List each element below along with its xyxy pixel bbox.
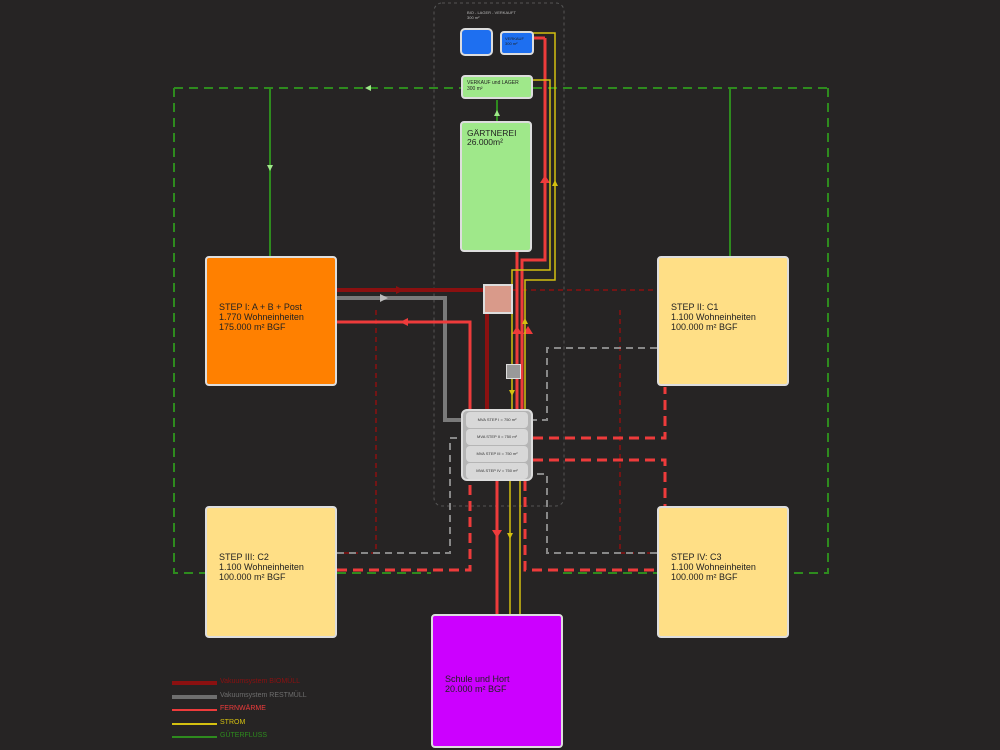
electricity-arrow <box>507 533 513 539</box>
building-school[interactable]: Schule und Hort 20.000 m² BGF <box>431 614 563 748</box>
building-step-i[interactable]: STEP I: A + B + Post 1.770 Wohneinheiten… <box>205 256 337 386</box>
building-step-iii[interactable]: STEP III: C2 1.100 Wohneinheiten 100.000… <box>205 506 337 638</box>
legend-swatch <box>172 736 217 738</box>
distribution-hub[interactable] <box>483 284 513 314</box>
sales-box-blue[interactable]: VERKAUF 300 m² <box>500 31 534 55</box>
building-step-ii[interactable]: STEP II: C1 1.100 Wohneinheiten 100.000 … <box>657 256 789 386</box>
heating-arrow <box>512 326 522 334</box>
electricity-arrow <box>509 390 515 396</box>
electricity-arrow <box>552 180 558 186</box>
mva-row: MVA STEP I = 750 m² <box>466 412 528 428</box>
site-outline <box>433 2 565 507</box>
goods-flow-lines <box>173 87 829 574</box>
biowaste-arrow <box>396 286 404 294</box>
sales-storage-box[interactable]: VERKAUF und LAGER 300 m² <box>461 75 533 99</box>
junction-node[interactable] <box>506 364 521 379</box>
legend-label: STROM <box>220 718 246 726</box>
legend-swatch <box>172 709 217 711</box>
heating-arrow <box>492 530 502 538</box>
heating-arrow <box>400 318 408 326</box>
district-heating-lines <box>337 36 547 614</box>
mva-row: MVA STEP II = 750 m² <box>466 429 528 445</box>
legend-swatch <box>172 681 217 685</box>
legend-label: Vakuumsystem BIOMÜLL <box>220 678 301 685</box>
goods-arrow <box>494 110 500 116</box>
goods-arrow <box>365 85 371 91</box>
legend-label: GÜTERFLUSS <box>220 732 268 739</box>
garden-box[interactable]: GÄRTNEREI 26.000m² <box>460 121 532 252</box>
top-label: BIO - LAGER - VERKAUFT 300 m² <box>467 10 516 20</box>
mva-row: MVA STEP IV = 750 m² <box>466 463 528 479</box>
mva-stack[interactable]: MVA STEP I = 750 m² MVA STEP II = 750 m²… <box>461 409 533 481</box>
heating-arrow <box>540 175 550 183</box>
storage-box[interactable] <box>460 28 493 56</box>
mva-row: MVA STEP III = 750 m² <box>466 446 528 462</box>
goods-arrow <box>267 165 273 171</box>
residual-waste-lines <box>337 296 461 422</box>
legend-label: FERNWÄRME <box>220 705 266 712</box>
biowaste-lines <box>337 288 489 409</box>
legend-label: Vakuumsystem RESTMÜLL <box>220 691 307 699</box>
electricity-arrow <box>522 318 528 324</box>
residual-arrow <box>380 294 388 302</box>
legend-swatch <box>172 694 217 699</box>
legend-swatch <box>172 722 217 725</box>
building-step-iv[interactable]: STEP IV: C3 1.100 Wohneinheiten 100.000 … <box>657 506 789 638</box>
